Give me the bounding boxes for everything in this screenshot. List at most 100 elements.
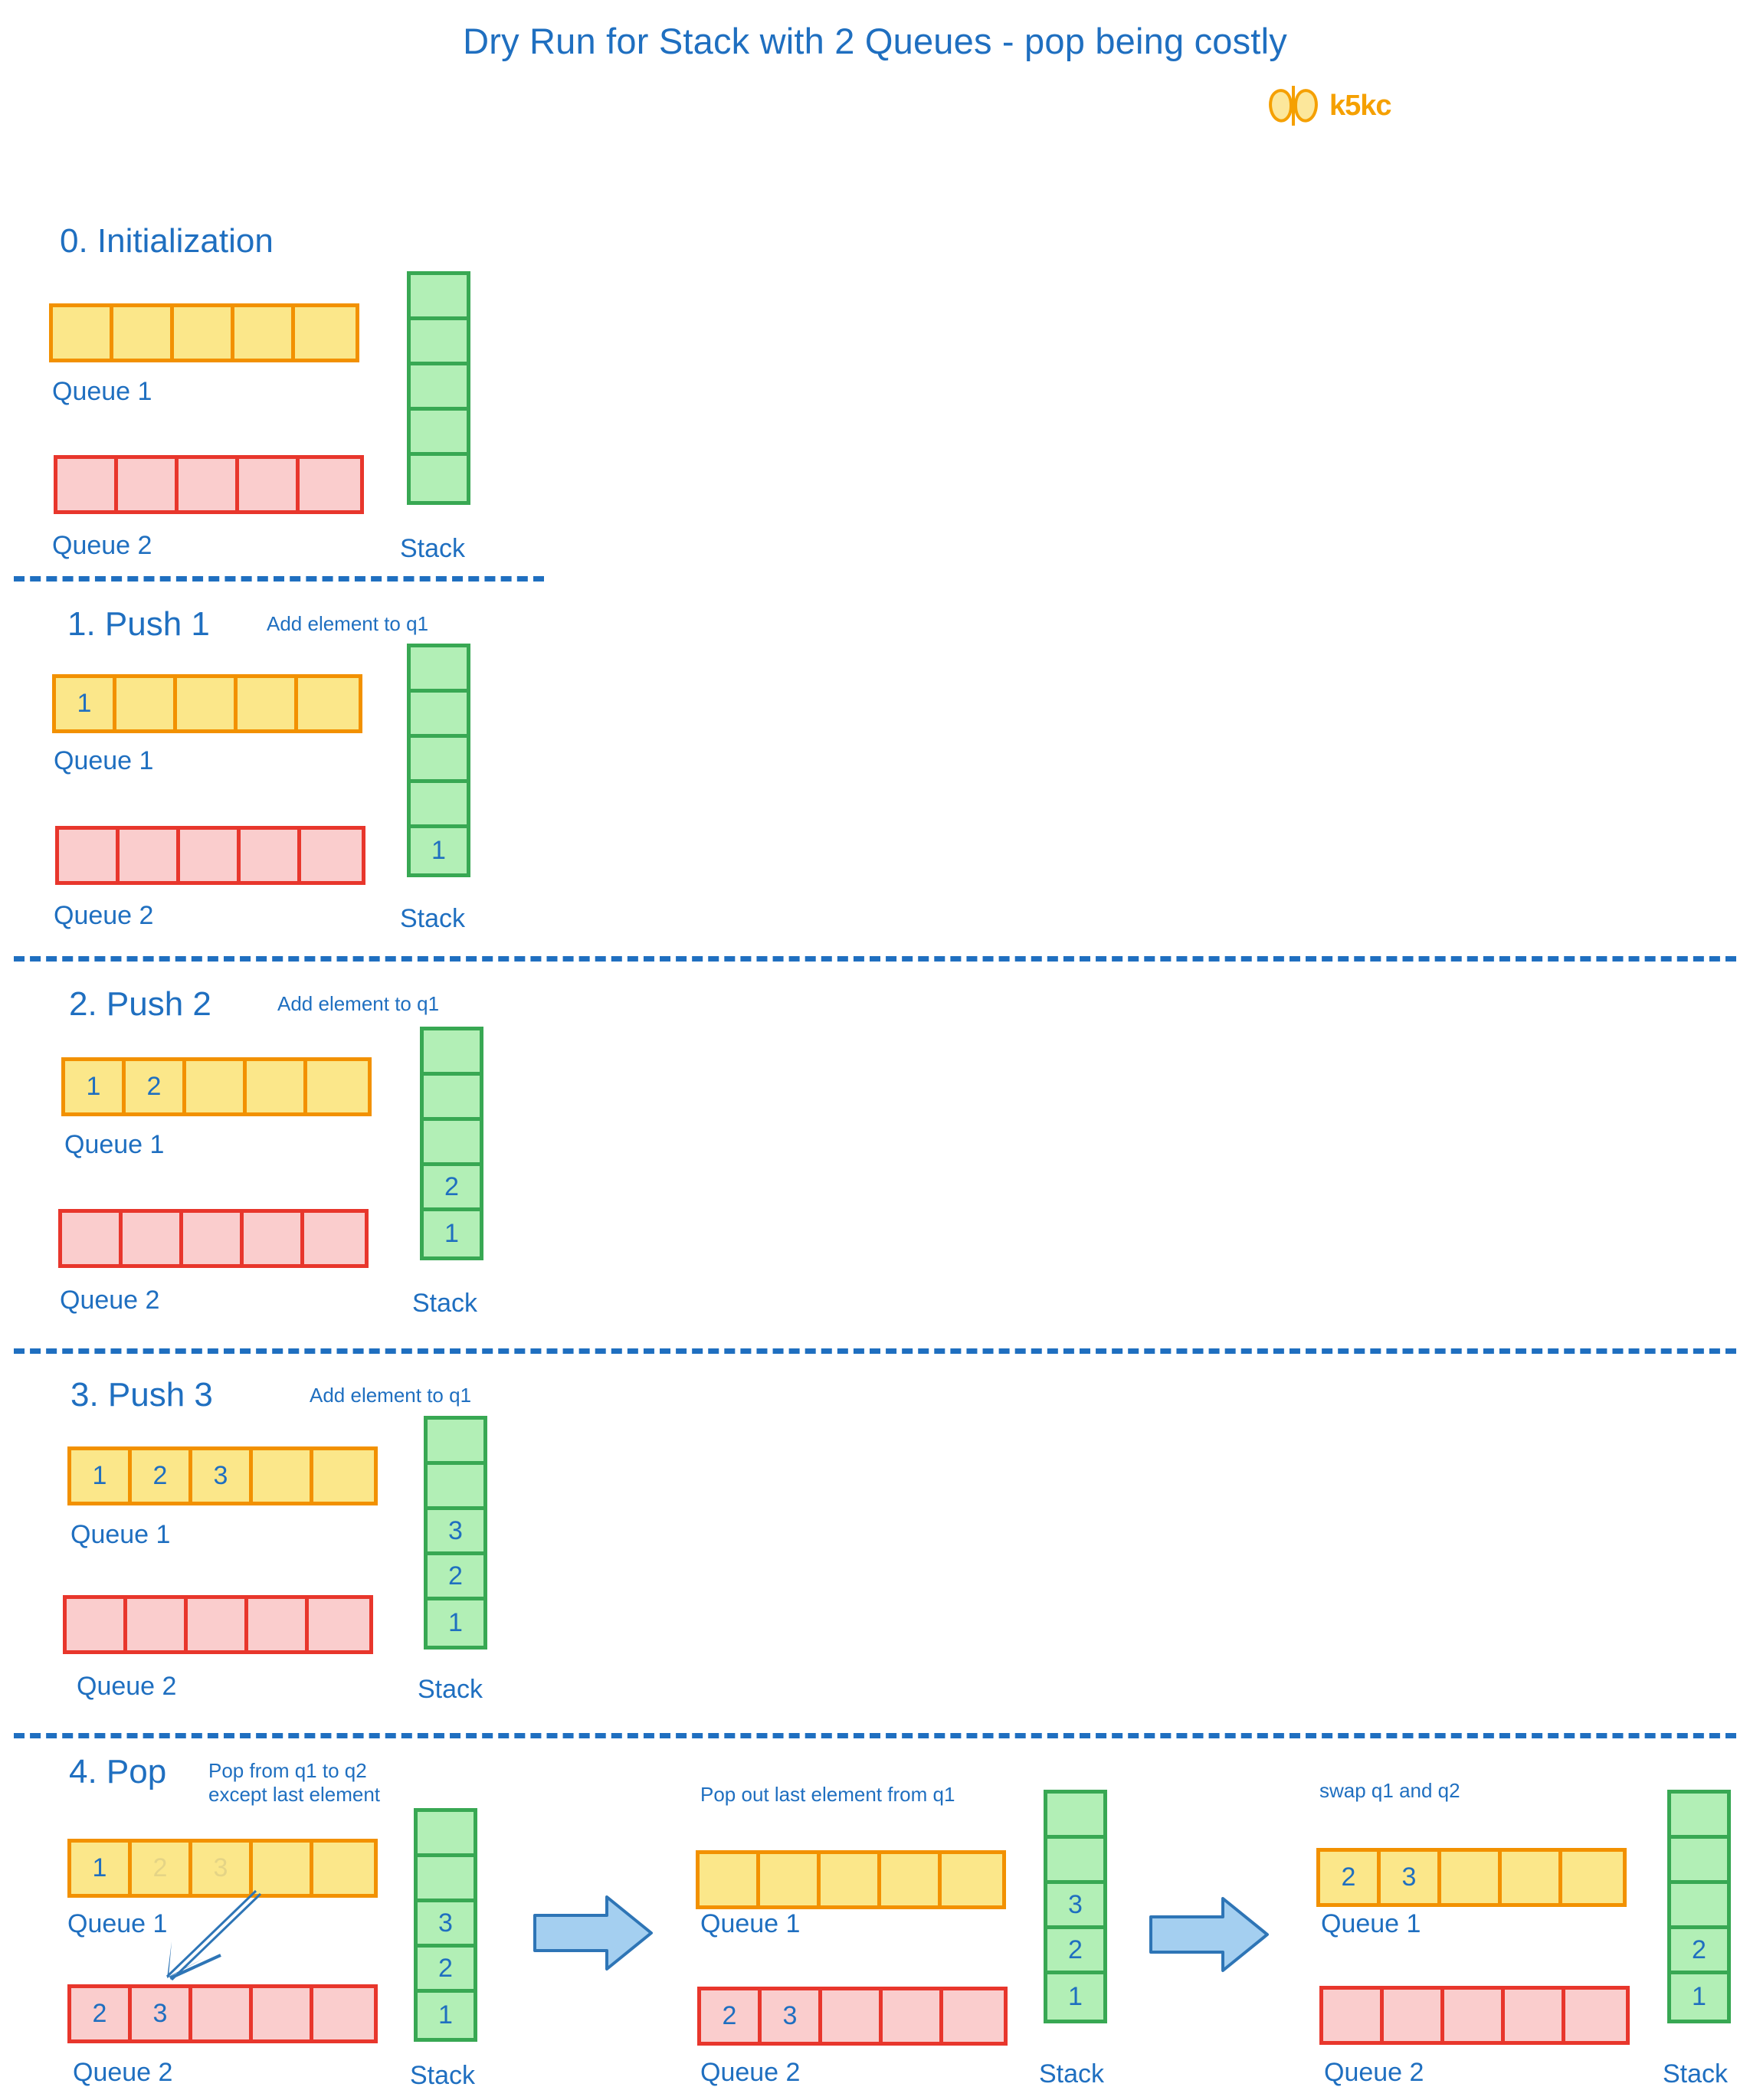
page-title: Dry Run for Stack with 2 Queues - pop be…	[463, 21, 1287, 61]
section-separator-3	[14, 1733, 1736, 1738]
queue1-cell	[1562, 1852, 1623, 1903]
queue1-label-1: Queue 1	[54, 746, 154, 775]
queue2-cell	[241, 830, 301, 881]
queue2-cell	[1565, 1990, 1626, 2041]
queue2-cell	[57, 459, 118, 510]
queue2-label-0: Queue 2	[52, 531, 152, 560]
queue2-boxes-2	[58, 1209, 369, 1268]
stack-cell	[424, 1030, 480, 1076]
queue1-cell	[186, 1061, 247, 1112]
queue1-boxes-pop-2	[696, 1850, 1006, 1909]
stack-cell: 2	[418, 1948, 474, 1993]
queue1-cell	[881, 1854, 942, 1905]
stack-label-3: Stack	[418, 1675, 483, 1704]
stack-cell	[411, 738, 467, 783]
queue2-cell: 2	[71, 1988, 132, 2039]
queue1-cell: 2	[126, 1061, 186, 1112]
queue2-cell	[62, 1213, 123, 1264]
stack-cell: 2	[424, 1166, 480, 1211]
stack-boxes-0	[407, 271, 470, 505]
queue1-label-pop-3: Queue 1	[1321, 1909, 1421, 1938]
queue2-boxes-3	[63, 1595, 373, 1654]
queue2-cell	[1323, 1990, 1384, 2041]
queue2-label-pop-2: Queue 2	[700, 2058, 801, 2087]
queue1-cell: 2	[1320, 1852, 1381, 1903]
queue1-cell	[1441, 1852, 1502, 1903]
queue2-cell: 2	[701, 1990, 762, 2042]
queue2-label-2: Queue 2	[60, 1286, 160, 1315]
queue1-cell: 1	[65, 1061, 126, 1112]
queue1-cell	[307, 1061, 368, 1112]
stack-cell: 3	[428, 1510, 483, 1555]
pop-note-panel-3: swap q1 and q2	[1319, 1779, 1460, 1802]
pop-note-panel-1: Pop from q1 to q2 except last element	[208, 1759, 381, 1806]
queue2-boxes-1	[55, 826, 365, 885]
stack-label-1: Stack	[400, 904, 466, 933]
queue1-cell: 3	[192, 1450, 253, 1502]
queue2-boxes-pop-3	[1319, 1986, 1630, 2045]
stack-label-0: Stack	[400, 534, 466, 563]
stack-cell: 1	[444, 1219, 459, 1248]
queue1-cell	[1502, 1852, 1562, 1903]
section-separator-0	[14, 576, 544, 582]
queue2-cell	[120, 830, 180, 881]
stack-cell	[411, 411, 467, 456]
queue2-cell	[239, 459, 300, 510]
stack-cell	[418, 1812, 474, 1857]
stack-cell: 3	[418, 1902, 474, 1948]
queue1-cell	[253, 1843, 313, 1894]
stack-cell: 1	[1692, 1982, 1706, 2011]
queue2-cell	[883, 1990, 943, 2042]
stack-cell: 1	[1068, 1982, 1083, 2011]
queue2-cell: 3	[762, 1990, 822, 2042]
stack-boxes-2: 2 1	[420, 1027, 483, 1260]
queue2-cell	[313, 1988, 374, 2039]
queue1-cell	[116, 678, 177, 729]
queue2-cell	[1384, 1990, 1444, 2041]
stack-cell	[411, 456, 467, 501]
queue2-cell	[192, 1988, 253, 2039]
stack-label-pop-3: Stack	[1663, 2059, 1729, 2089]
queue2-cell	[188, 1599, 248, 1650]
step-title-2: 2. Push 2	[69, 985, 211, 1023]
brand-name: k5kc	[1329, 89, 1392, 122]
stack-cell: 2	[1047, 1929, 1103, 1974]
stack-cell	[428, 1465, 483, 1510]
stack-cell	[1671, 1794, 1727, 1839]
queue2-cell	[183, 1213, 244, 1264]
step-note-2: Add element to q1	[277, 992, 440, 1015]
stack-cell	[424, 1121, 480, 1166]
stack-label-pop-1: Stack	[410, 2061, 476, 2090]
stack-cell	[411, 783, 467, 828]
stack-cell	[1047, 1839, 1103, 1884]
queue1-cell	[247, 1061, 307, 1112]
brand-logo: k5kc	[1268, 86, 1392, 126]
step-note-1: Add element to q1	[267, 612, 429, 635]
queue2-cell	[1505, 1990, 1565, 2041]
queue1-cell	[253, 1450, 313, 1502]
queue2-cell	[309, 1599, 369, 1650]
queue2-cell	[822, 1990, 883, 2042]
stack-cell	[411, 320, 467, 365]
queue1-cell	[53, 307, 113, 359]
queue2-boxes-0	[54, 455, 364, 514]
stack-label-2: Stack	[412, 1289, 478, 1318]
queue2-cell	[1444, 1990, 1505, 2041]
queue1-boxes-1: 1	[52, 674, 362, 733]
queue1-cell-ghost: 3	[192, 1843, 253, 1894]
queue2-cell	[179, 459, 239, 510]
transfer-arrows-icon	[165, 1889, 262, 1981]
queue2-cell: 3	[132, 1988, 192, 2039]
queue1-cell: 1	[71, 1450, 132, 1502]
queue1-cell	[760, 1854, 821, 1905]
queue1-boxes-3: 1 2 3	[67, 1446, 378, 1505]
queue2-boxes-pop-1: 2 3	[67, 1984, 378, 2043]
flow-arrow-right-icon-2	[1149, 1897, 1269, 1972]
queue2-cell	[300, 459, 360, 510]
queue1-boxes-pop-3: 2 3	[1316, 1848, 1627, 1907]
stack-boxes-pop-2: 3 2 1	[1044, 1790, 1107, 2023]
queue1-label-pop-2: Queue 1	[700, 1909, 801, 1938]
queue1-cell	[174, 307, 234, 359]
section-separator-1	[14, 956, 1736, 962]
step-title-0: 0. Initialization	[60, 222, 274, 260]
